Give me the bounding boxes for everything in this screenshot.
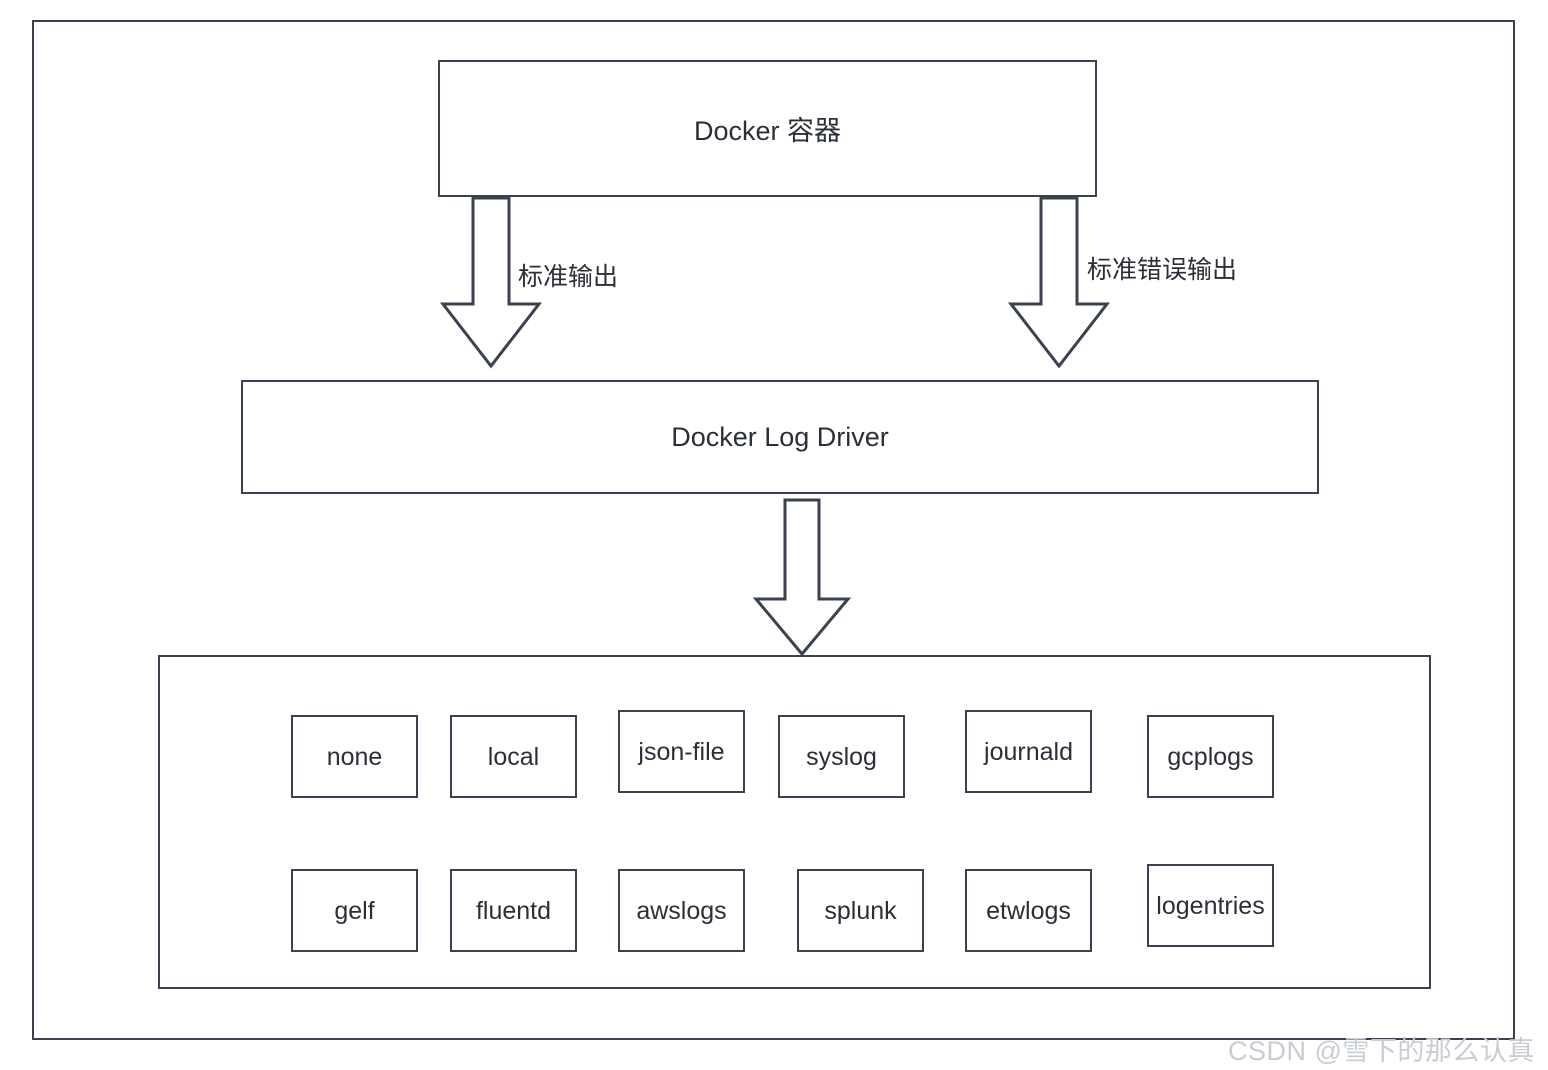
driver-label: json-file — [638, 737, 725, 766]
docker-container-label: Docker 容器 — [693, 116, 842, 146]
driver-label: journald — [984, 737, 1073, 766]
driver-box-fluentd[interactable]: fluentd — [450, 869, 577, 952]
driver-label: gcplogs — [1167, 742, 1254, 771]
driver-label: splunk — [824, 896, 897, 925]
driver-box-local[interactable]: local — [450, 715, 577, 798]
driver-box-splunk[interactable]: splunk — [797, 869, 924, 952]
driver-label: syslog — [806, 742, 877, 771]
driver-label: etwlogs — [986, 896, 1071, 925]
stdout-arrow-icon — [439, 196, 543, 369]
driver-box-etwlogs[interactable]: etwlogs — [965, 869, 1092, 952]
docker-container-box[interactable]: Docker 容器 — [438, 60, 1097, 197]
driver-box-journald[interactable]: journald — [965, 710, 1092, 793]
driver-box-json-file[interactable]: json-file — [618, 710, 745, 793]
driver-label: gelf — [334, 896, 375, 925]
driver-label: logentries — [1156, 891, 1265, 920]
driver-label: none — [326, 742, 383, 771]
driver-box-gelf[interactable]: gelf — [291, 869, 418, 952]
driver-box-gcplogs[interactable]: gcplogs — [1147, 715, 1274, 798]
driver-box-syslog[interactable]: syslog — [778, 715, 905, 798]
driver-box-logentries[interactable]: logentries — [1147, 864, 1274, 947]
stderr-label: 标准错误输出 — [1087, 256, 1238, 284]
docker-log-driver-box[interactable]: Docker Log Driver — [241, 380, 1319, 494]
driver-label: awslogs — [636, 896, 727, 925]
driver-box-none[interactable]: none — [291, 715, 418, 798]
driver-label: fluentd — [475, 896, 552, 925]
log-driver-down-arrow-icon — [752, 498, 852, 657]
driver-box-awslogs[interactable]: awslogs — [618, 869, 745, 952]
log-drivers-container: none local json-file syslog journald gcp… — [158, 655, 1431, 989]
driver-label: local — [487, 742, 540, 771]
stdout-label: 标准输出 — [518, 263, 619, 291]
docker-log-driver-label: Docker Log Driver — [671, 421, 889, 452]
csdn-watermark: CSDN @雪下的那么认真 — [1228, 1036, 1535, 1066]
stderr-arrow-icon — [1007, 196, 1111, 369]
